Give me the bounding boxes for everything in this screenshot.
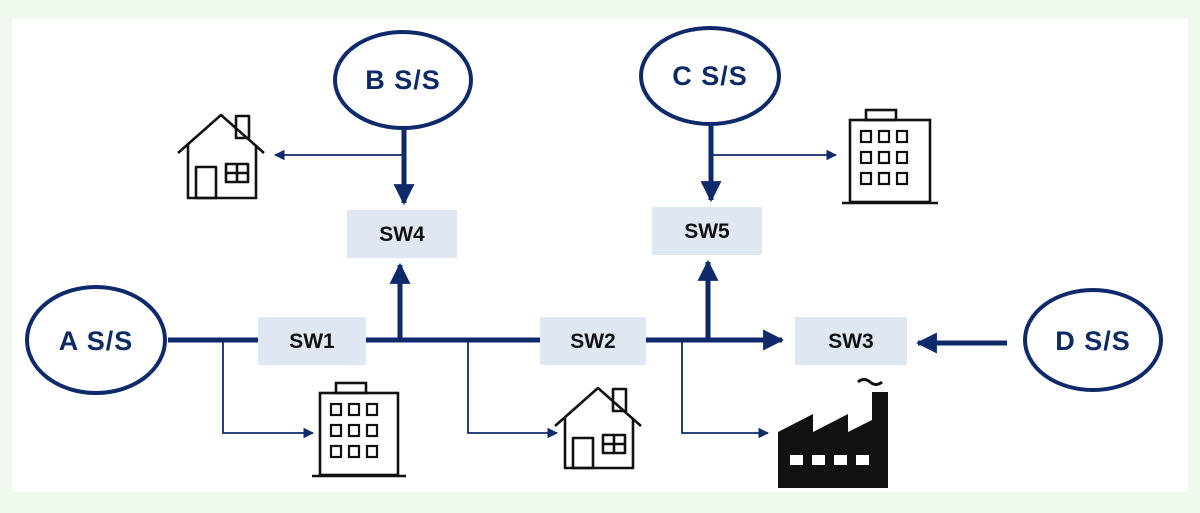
substation-c-label: C S/S — [672, 61, 748, 91]
switch-sw5-label: SW5 — [684, 220, 730, 243]
substation-d[interactable]: D S/S — [1023, 288, 1163, 392]
switch-sw1-label: SW1 — [289, 330, 335, 353]
switch-sw2[interactable]: SW2 — [540, 317, 646, 365]
switch-sw3-label: SW3 — [828, 330, 874, 353]
factory-icon — [778, 378, 888, 488]
switch-sw2-label: SW2 — [570, 330, 616, 353]
switch-sw4[interactable]: SW4 — [347, 210, 457, 258]
house-icon — [554, 386, 642, 470]
vertical-feeder-lines — [389, 120, 722, 340]
substation-b-label: B S/S — [365, 65, 441, 95]
building-icon — [842, 108, 938, 205]
diagram-panel — [12, 18, 1188, 492]
house-icon — [177, 113, 265, 200]
main-feeder-lines — [168, 329, 1007, 354]
switch-sw3[interactable]: SW3 — [795, 317, 907, 365]
switch-sw4-label: SW4 — [379, 223, 425, 246]
substation-b[interactable]: B S/S — [333, 30, 473, 130]
substation-d-label: D S/S — [1055, 326, 1131, 356]
substation-a-label: A S/S — [59, 326, 134, 356]
switch-sw5[interactable]: SW5 — [652, 207, 762, 255]
switch-sw1[interactable]: SW1 — [258, 317, 366, 365]
substation-c[interactable]: C S/S — [639, 26, 781, 126]
load-branch-lines — [222, 149, 838, 439]
building-icon — [312, 381, 406, 478]
substation-a[interactable]: A S/S — [25, 285, 167, 395]
